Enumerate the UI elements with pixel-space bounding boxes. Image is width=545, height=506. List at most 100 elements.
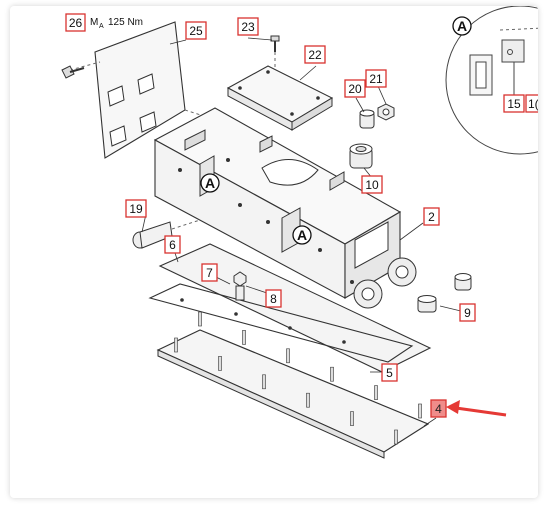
label-22: 22 [304, 45, 326, 64]
housing-hole-4 [318, 248, 322, 252]
bolt-8 [233, 271, 247, 301]
label-10: 10 [361, 175, 383, 194]
torque-symbol: M [90, 17, 98, 28]
label-5-box [381, 363, 398, 382]
tc-hole-3 [316, 96, 320, 100]
housing-hole-1 [178, 168, 182, 172]
base-plate-stud [218, 356, 222, 371]
housing-hole-2 [238, 203, 242, 207]
housing-clip-1 [184, 129, 206, 151]
detail-a-marker [452, 16, 472, 36]
exploded-view-drawing: A M A 125 Nm [61, 6, 538, 459]
label-25-text: 25 [189, 24, 203, 38]
label-15: 15 [503, 94, 525, 113]
leader-4 [423, 417, 437, 427]
strip-hole-3 [288, 326, 292, 330]
gasket-6 [158, 243, 432, 373]
leader-21 [377, 85, 387, 105]
label-15-text: 15 [507, 97, 521, 111]
base-plate-stud [262, 374, 266, 390]
spacer-9b-top [417, 295, 437, 303]
strip-5 [148, 283, 414, 363]
label-26-text: 26 [69, 16, 83, 30]
label-6-text: 6 [169, 238, 176, 252]
screw-23-head [270, 35, 280, 42]
leader-25 [169, 39, 187, 45]
cover-slot-4 [139, 111, 157, 133]
base-plate-stud [174, 337, 178, 353]
bushing-20 [359, 109, 375, 129]
base-plate-stud [286, 348, 290, 364]
label-25-box [185, 21, 207, 40]
label-8-box [265, 289, 282, 308]
label-7-box [201, 263, 218, 282]
label-6-box [164, 235, 181, 254]
pin-19-axis [171, 219, 201, 230]
cover-slot-2 [137, 73, 155, 95]
housing-clip-3 [329, 171, 345, 191]
roller-10 [349, 143, 373, 169]
label-22-box [304, 45, 326, 64]
label-21-text: 21 [369, 72, 383, 86]
housing-end-window [354, 221, 389, 269]
cover-guide [184, 109, 211, 119]
end-rollers [353, 257, 417, 309]
bushing-20-top [359, 109, 375, 117]
base-plate-front [157, 349, 385, 459]
spacers-9 [417, 273, 472, 313]
label-7: 7 [201, 263, 218, 282]
housing-hole-3 [266, 220, 270, 224]
label-23: 23 [237, 17, 259, 36]
label-5-text: 5 [386, 366, 393, 380]
detail-block [501, 39, 525, 63]
label-2: 2 [423, 207, 440, 226]
detail-hole [507, 49, 513, 55]
label-21-box [365, 69, 387, 88]
leader-6 [174, 252, 179, 263]
strip-hole-2 [234, 312, 238, 316]
screw-axis-26 [69, 61, 101, 71]
base-plate-stud [198, 311, 202, 327]
leader-2 [399, 222, 424, 241]
cover-slot-3 [109, 125, 127, 147]
label-5: 5 [381, 363, 398, 382]
label-10-text: 10 [365, 178, 379, 192]
label-2-box [423, 207, 440, 226]
base-plate-stud [418, 403, 422, 419]
arrow-head [446, 400, 460, 414]
label-9: 9 [459, 303, 476, 322]
roller-10-bore [355, 146, 367, 152]
label-20: 20 [344, 79, 366, 98]
top-cover-side [291, 97, 333, 131]
label-4-text: 4 [435, 402, 442, 416]
housing-top-opening [261, 159, 319, 186]
detail-view-a: A [445, 6, 538, 155]
label-16-box [525, 94, 538, 113]
label-15-box [503, 94, 525, 113]
cover-plate-25 [69, 21, 211, 159]
base-plate-stud [242, 330, 246, 345]
label-10-box [361, 175, 383, 194]
screw-23 [270, 35, 280, 68]
screw-26-shank [69, 67, 85, 73]
housing-hole-6 [350, 280, 354, 284]
base-plate-studs [174, 311, 422, 445]
label-8: 8 [265, 289, 282, 308]
detail-a-letter: A [457, 18, 467, 34]
label-19-text: 19 [129, 202, 143, 216]
label-26: 26 [65, 13, 86, 32]
callout-a2-letter: A [297, 227, 307, 243]
label-9-box [459, 303, 476, 322]
leader-23 [247, 37, 273, 41]
cover-slot-1 [107, 85, 125, 107]
callout-a1-letter: A [205, 175, 215, 191]
label-25: 25 [185, 21, 207, 40]
base-plate-stud [350, 411, 354, 426]
housing-hole-5 [226, 158, 230, 162]
label-7-text: 7 [206, 266, 213, 280]
housing-clip-2 [259, 135, 273, 153]
screw-26-head [61, 65, 75, 79]
base-plate-stud [374, 385, 378, 400]
spacer-9a-top [454, 273, 472, 281]
torque-spec: M A 125 Nm [90, 17, 143, 30]
